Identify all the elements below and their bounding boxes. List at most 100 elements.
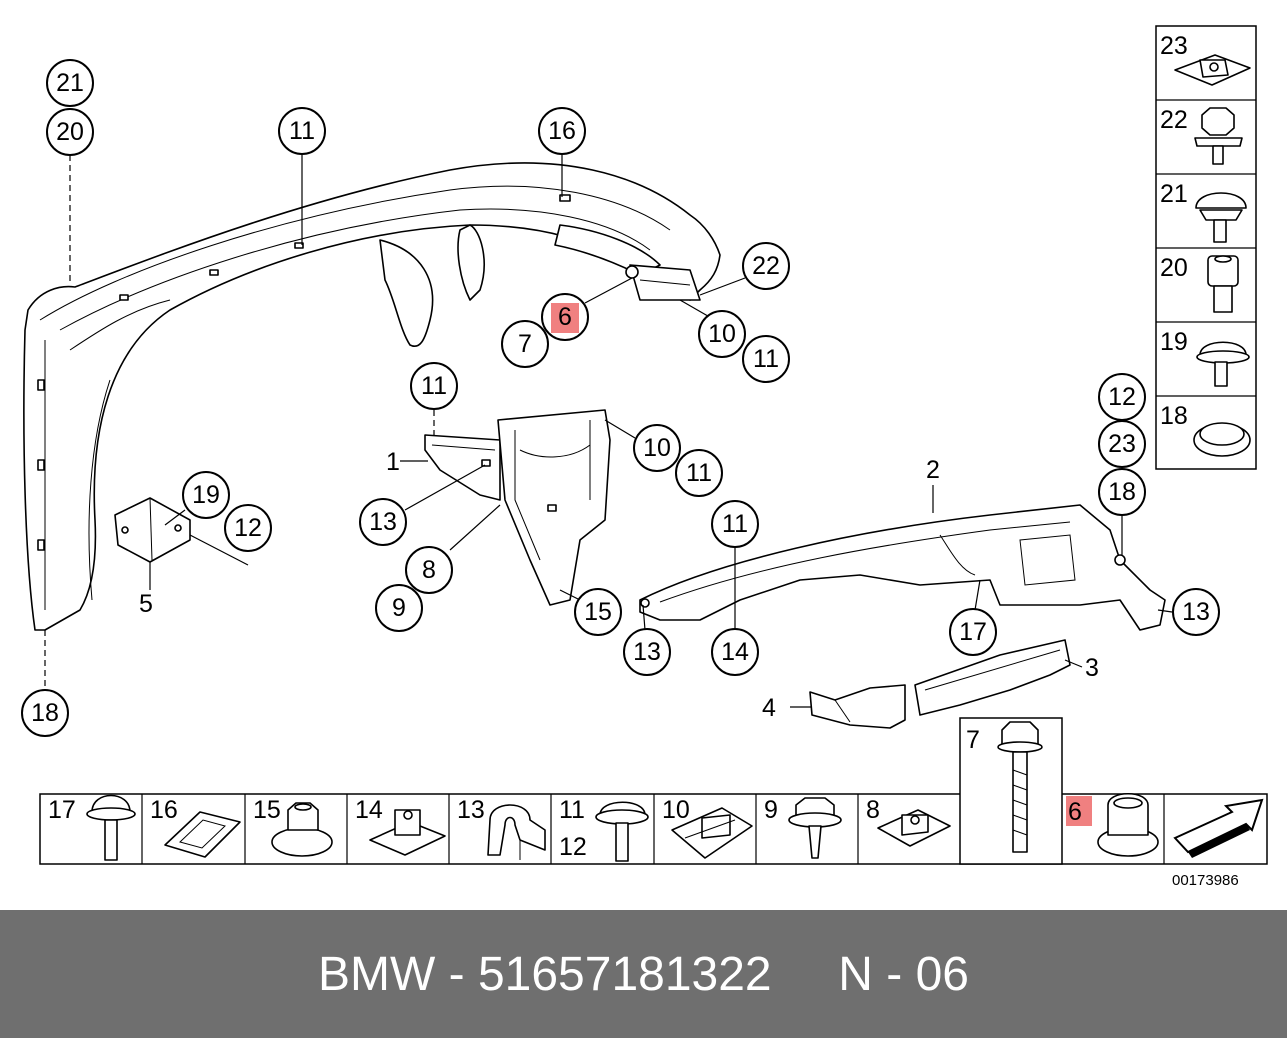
callout-8: 8 [405, 546, 453, 594]
svg-text:19: 19 [1160, 328, 1188, 356]
svg-text:13: 13 [369, 508, 397, 536]
svg-text:14: 14 [355, 796, 383, 824]
side-cell-18: 18 [1160, 402, 1251, 457]
footer-text: BMW - 51657181322 N - 06 [318, 947, 969, 1001]
strip-cell-7: 7 [966, 721, 1043, 853]
callout-6-highlighted: 6 [541, 293, 589, 341]
svg-text:7: 7 [518, 330, 532, 358]
svg-text:15: 15 [253, 796, 281, 824]
callout-16: 16 [538, 107, 586, 155]
bracket-4-part [809, 684, 906, 729]
callout-19: 19 [182, 471, 230, 519]
svg-text:11: 11 [753, 345, 779, 373]
side-cell-20: 20 [1160, 254, 1239, 313]
diagram-id: 00173986 [1172, 872, 1239, 889]
side-cell-23: 23 [1160, 32, 1251, 86]
side-panel: 23 22 21 20 19 [1155, 25, 1257, 470]
callout-11-a: 11 [742, 335, 790, 383]
label-4: 4 [762, 694, 776, 722]
svg-text:16: 16 [548, 117, 576, 145]
strip-cell-11-12: 11 12 [559, 796, 649, 862]
strip-cell-10: 10 [662, 796, 753, 859]
svg-text:23: 23 [1160, 32, 1188, 60]
callout-13-b: 13 [623, 628, 671, 676]
svg-text:15: 15 [584, 598, 612, 626]
svg-text:9: 9 [392, 594, 406, 622]
callout-15: 15 [574, 588, 622, 636]
svg-text:8: 8 [422, 556, 436, 584]
svg-text:8: 8 [866, 796, 880, 824]
callout-23: 23 [1098, 420, 1146, 468]
svg-text:16: 16 [150, 796, 178, 824]
svg-text:11: 11 [421, 372, 447, 400]
svg-text:11: 11 [686, 459, 712, 487]
svg-text:21: 21 [1160, 180, 1188, 208]
svg-text:18: 18 [31, 699, 59, 727]
label-5: 5 [139, 590, 153, 618]
svg-text:22: 22 [1160, 106, 1188, 134]
svg-text:20: 20 [1160, 254, 1188, 282]
fender-liner-part [23, 162, 721, 631]
svg-text:6: 6 [558, 303, 572, 331]
footer-banner: BMW - 51657181322 N - 06 [0, 910, 1287, 1038]
svg-text:7: 7 [966, 726, 980, 754]
svg-text:17: 17 [959, 618, 987, 646]
callout-17: 17 [949, 608, 997, 656]
callout-7: 7 [501, 320, 549, 368]
callout-11-c: 11 [675, 449, 723, 497]
strip-cell-9: 9 [764, 796, 842, 859]
svg-text:18: 18 [1108, 478, 1136, 506]
svg-text:12: 12 [559, 833, 587, 861]
fastener-strip: 17 16 15 14 13 11 12 [39, 717, 1268, 865]
callout-13-a: 13 [359, 498, 407, 546]
svg-text:18: 18 [1160, 402, 1188, 430]
callout-20-top: 20 [46, 108, 94, 156]
strip-arrow-icon [1173, 798, 1264, 858]
svg-text:11: 11 [722, 510, 748, 538]
svg-text:6: 6 [1068, 798, 1082, 826]
svg-text:17: 17 [48, 796, 76, 824]
strip-cell-14: 14 [355, 796, 446, 856]
callout-13-c: 13 [1172, 588, 1220, 636]
svg-text:13: 13 [1182, 598, 1210, 626]
svg-text:13: 13 [633, 638, 661, 666]
svg-text:11: 11 [559, 796, 585, 824]
callout-10-b: 10 [633, 424, 681, 472]
label-2: 2 [926, 456, 940, 484]
svg-text:14: 14 [721, 638, 749, 666]
svg-text:19: 19 [192, 481, 220, 509]
callout-12-a: 12 [224, 504, 272, 552]
parts-diagram: 21 20 11 16 22 6 7 10 11 11 10 11 19 12 … [21, 25, 1268, 889]
callout-21-top: 21 [46, 59, 94, 107]
callout-18-bottom: 18 [21, 689, 69, 737]
strip-cell-6-highlighted: 6 [1066, 793, 1159, 857]
strip-cell-16: 16 [150, 796, 241, 858]
svg-text:10: 10 [643, 434, 671, 462]
label-1: 1 [386, 448, 400, 476]
callout-11-d: 11 [711, 500, 759, 548]
svg-text:12: 12 [1108, 383, 1136, 411]
svg-text:13: 13 [457, 796, 485, 824]
callout-10-a: 10 [698, 310, 746, 358]
strip-cell-15: 15 [253, 796, 333, 857]
side-cell-19: 19 [1160, 328, 1250, 387]
side-cell-22: 22 [1160, 106, 1243, 165]
callout-9: 9 [375, 584, 423, 632]
svg-text:11: 11 [289, 117, 315, 145]
bracket-3-part [914, 639, 1071, 716]
callout-22: 22 [742, 242, 790, 290]
bracket-5-part [114, 497, 191, 563]
callout-18-b: 18 [1098, 468, 1146, 516]
strip-cell-13: 13 [457, 796, 546, 860]
svg-text:22: 22 [752, 252, 780, 280]
svg-text:12: 12 [234, 514, 262, 542]
callout-11-b: 11 [410, 362, 458, 410]
strip-cell-17: 17 [48, 794, 136, 861]
svg-text:20: 20 [56, 118, 84, 146]
bracket-1-part [424, 409, 611, 606]
svg-text:10: 10 [662, 796, 690, 824]
svg-text:21: 21 [56, 69, 84, 97]
svg-text:9: 9 [764, 796, 778, 824]
label-3: 3 [1085, 654, 1099, 682]
